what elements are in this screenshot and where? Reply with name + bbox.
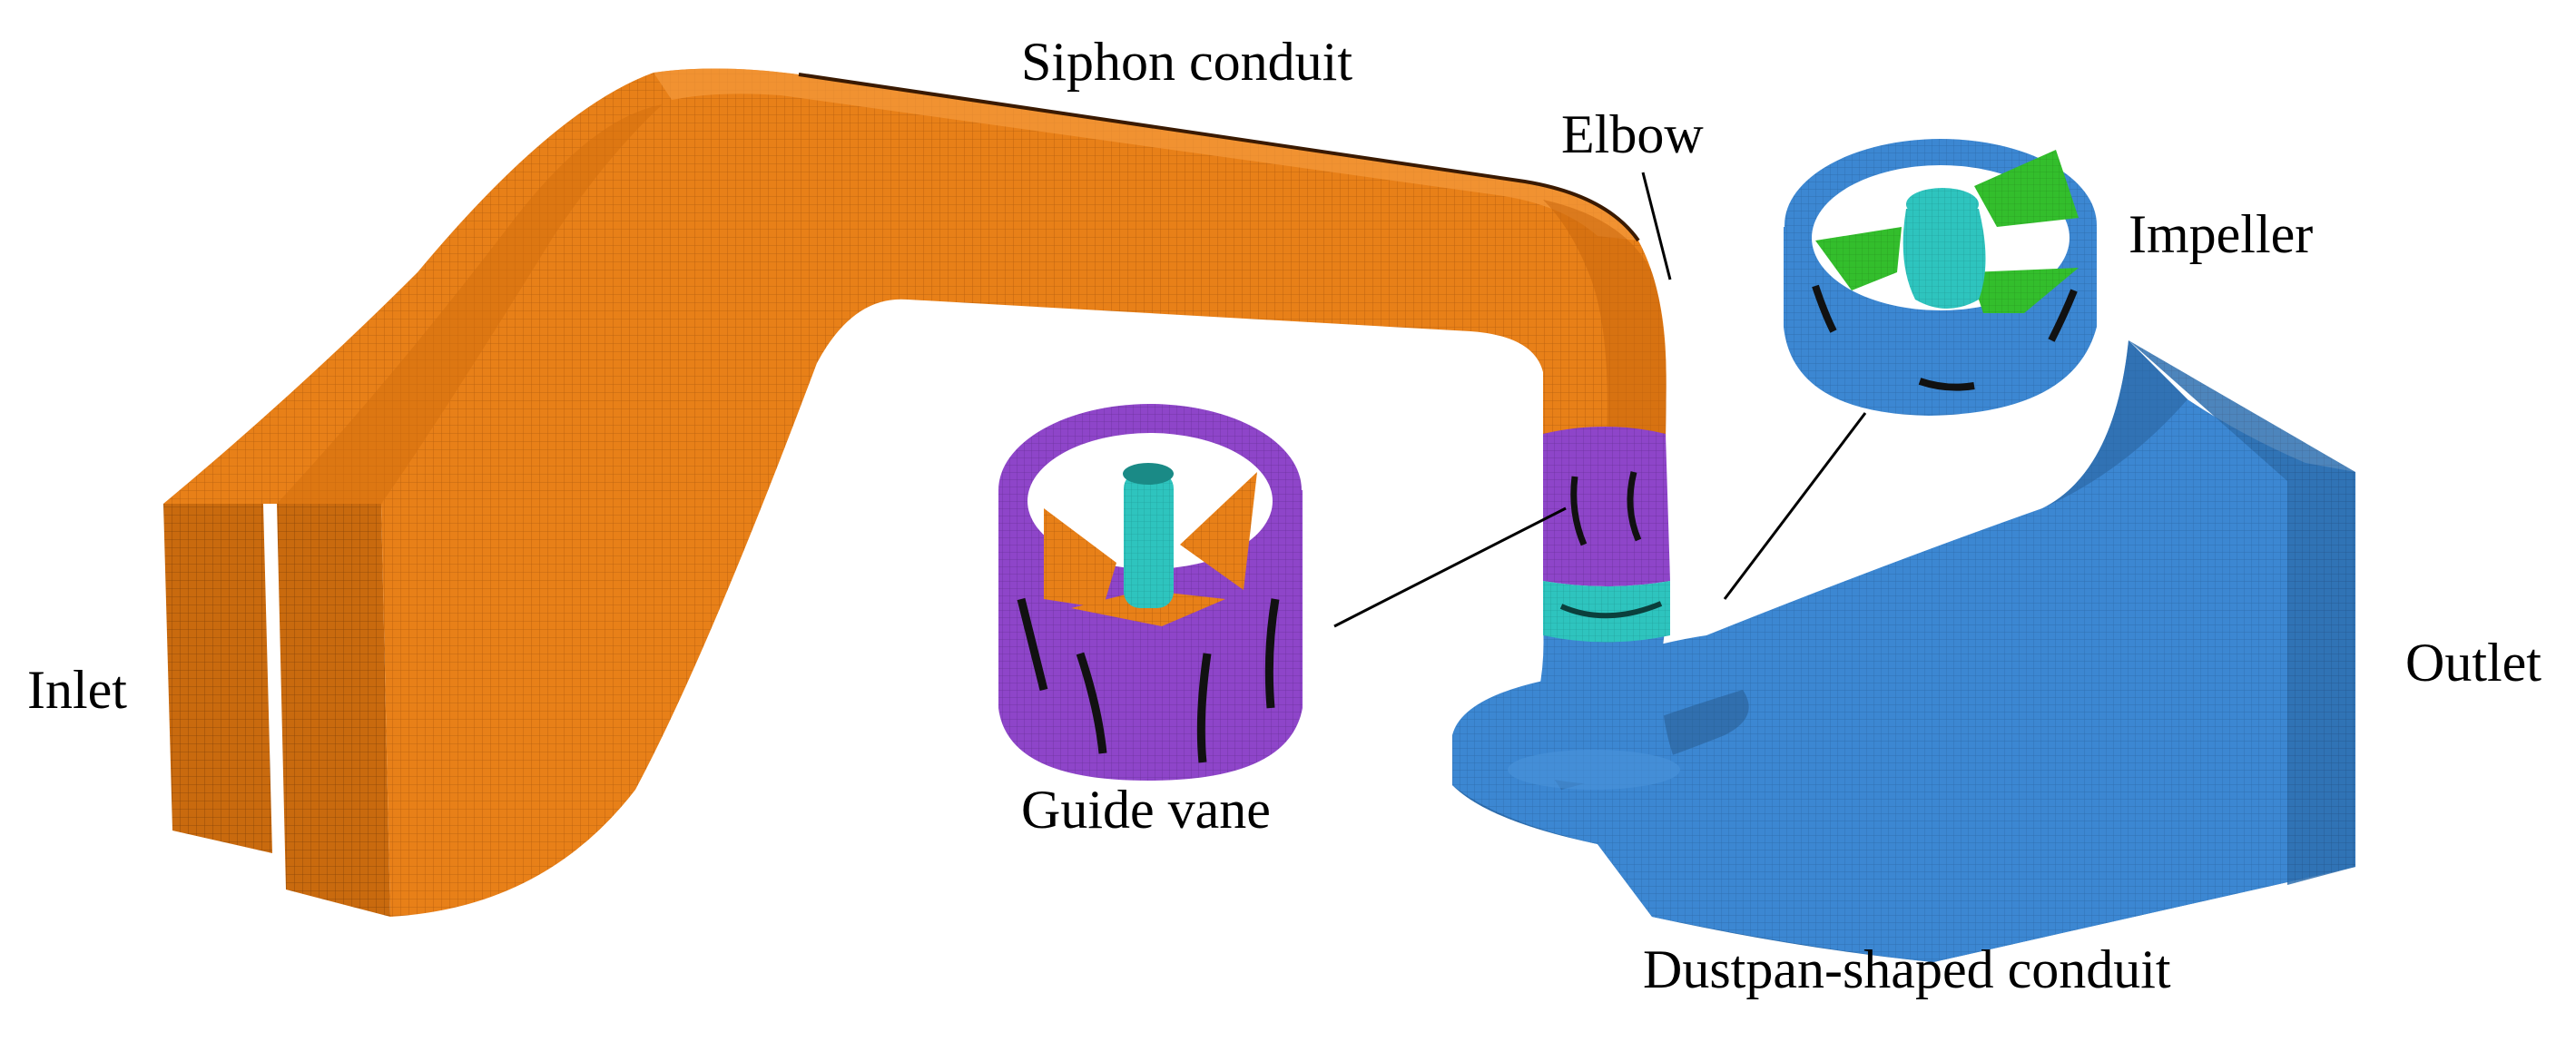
guide-vane-inset (998, 404, 1303, 781)
elbow-leader (1641, 172, 1672, 280)
leader-lines (1333, 172, 1867, 628)
outlet-label: Outlet (2405, 633, 2542, 693)
dustpan-conduit-label: Dustpan-shaped conduit (1643, 939, 2171, 999)
dustpan-conduit (1452, 340, 2355, 962)
impeller-leader (1723, 412, 1867, 600)
guide-vane-label: Guide vane (1021, 780, 1271, 840)
inlet-label: Inlet (27, 660, 127, 720)
siphon-conduit-label: Siphon conduit (1021, 32, 1353, 92)
siphon-conduit (163, 68, 1667, 918)
impeller-label: Impeller (2129, 204, 2314, 264)
impeller-inset (1784, 139, 2097, 416)
guide-vane-leader (1333, 506, 1567, 628)
guide-vane-section (1543, 427, 1670, 643)
elbow-label: Elbow (1561, 104, 1704, 164)
